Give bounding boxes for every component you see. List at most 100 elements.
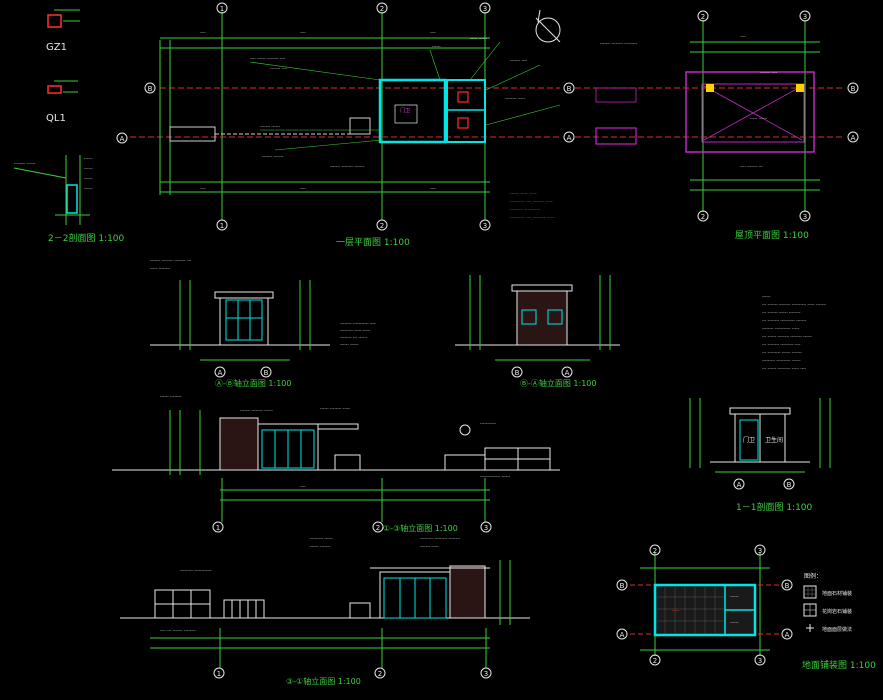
legend-item-3-label: 地面面层做法 [822,626,852,633]
roof-axis-a: A [851,134,856,142]
detail-ql1: QL1 [46,80,78,124]
svg-text:-------- --- ------ ----: -------- --- ------ ---- [510,199,553,205]
svg-text:------ -------: ------ ------- [310,544,331,549]
detail-gz1: GZ1 [46,9,80,53]
elev31-axis-2: 2 [378,670,382,678]
north-arrow-icon [535,9,561,43]
elevB-axis-b: B [515,369,520,377]
elevA-axis-b: B [264,369,269,377]
svg-text:-------- -----: -------- ----- [505,96,526,101]
axis-a-left: A [120,135,125,143]
svg-text:---- --- ------- --------: ---- --- ------- -------- [160,628,196,633]
elevA-axis-a: A [218,369,223,377]
svg-text:--- ------ --------- ----- ---: --- ------ --------- ----- ---- [762,366,807,371]
floor-axis-2-bottom: 2 [653,657,657,665]
svg-text:------ -------- -----: ------ -------- ----- [320,406,351,411]
svg-text:------: ------ [84,176,93,181]
svg-text:------- -------- -------: ------- -------- ------- [330,164,365,169]
axis-2-top: 2 [380,5,384,13]
svg-text:------- ------: ------- ------ [260,124,281,129]
svg-text:----: ---- [430,186,436,191]
legend-item-1-label: 地面石材铺装 [822,590,852,597]
svg-text:-------------- ------: -------------- ------ [480,474,511,479]
svg-text:----: ---- [200,30,206,35]
svg-text:--------- ------: --------- ------ [310,536,333,541]
roof-plan-title: 屋顶平面图 1:100 [735,230,809,241]
floor-axis-b-right: B [785,582,790,590]
floor-plan-title: 地面铺装图 1:100 [802,659,876,671]
svg-text:------: ------ [84,166,93,171]
svg-text:----- --------: ----- -------- [150,266,171,271]
svg-text:------- ----: ------- ---- [760,70,778,75]
floor-axis-a-right: A [785,631,790,639]
design-notes: ------ --- ------- -------- ---------- -… [762,294,827,371]
elev31-axis-3: 3 [484,670,488,678]
svg-text:--- ------- ------ --------: --- ------- ------ -------- [762,310,801,315]
axis-a-right: A [567,134,572,142]
svg-text:--------- ---------- ------: --------- ---------- ------ [762,358,801,363]
svg-text:--- ------- -------- ---------: --- ------- -------- ---------- ----- --… [762,302,827,307]
svg-text:------: ------ [84,156,93,161]
roof-plan: 2 3 2 3 B A ------- -------- --------- -… [575,10,859,241]
svg-text:------: ------ [730,620,739,625]
svg-text:--------- --------- --------: --------- --------- -------- [420,536,461,541]
svg-text:----: ---- [740,34,746,39]
elev31-axis-1: 1 [217,670,221,678]
roof-axis-2-bottom: 2 [701,213,705,221]
legend-item-1: 地面石材铺装 [803,585,852,599]
svg-text:------: ------ [432,44,441,49]
legend-item-3: 地面面层做法 [806,624,852,633]
ql1-label: QL1 [46,113,66,124]
svg-text:--- --------- ------ -------: --- --------- ------ ------- [762,350,802,355]
svg-text:------- -------: ------- ------- [262,154,284,159]
elevA-title: Ⓐ-Ⓑ轴立面图 1:100 [215,378,291,388]
svg-text:--- -------- --------- ----: --- -------- --------- ---- [762,342,801,347]
legend-item-2: 花岗岩石铺装 [803,603,852,617]
gz1-label: GZ1 [46,42,67,53]
svg-text:------- ----: ------- ---- [510,58,528,63]
sec11-axis-a: A [737,481,742,489]
svg-text:----: ---- [300,484,306,489]
axis-1-bottom: 1 [220,222,224,230]
sec11-room-right: 卫生间 [765,436,783,444]
svg-text:-------- --- ------- ----: -------- --- ------- ---- [510,215,555,221]
sec11-room-left: 门卫 [743,436,755,444]
svg-text:------: ------ [762,294,771,299]
axis-3-top: 3 [483,5,487,13]
svg-text:----- ---- ----: ----- ---- ---- [510,191,537,197]
axis-2-bottom: 2 [380,222,384,230]
floor-axis-3-bottom: 3 [758,657,762,665]
svg-text:------- ---------: ------- --------- [510,207,541,213]
svg-text:--------- ------------: --------- ------------ [180,568,212,573]
sec11-title: 1－1剖面图 1:100 [736,501,813,513]
legend-title: 图例： [804,572,822,580]
svg-text:--- -------- ---------- ------: --- -------- ---------- ------- [762,318,807,323]
elevB-title: Ⓑ-Ⓐ轴立面图 1:100 [520,378,596,388]
svg-text:------: ------ [84,186,93,191]
section-2-2: -------- ------ ------ ------ ------ ---… [13,155,125,244]
svg-text:-----------: ----------- [480,421,496,426]
elevB-axis-a: A [565,369,570,377]
svg-text:门卫: 门卫 [400,107,410,114]
elevation-b-a: B A Ⓑ-Ⓐ轴立面图 1:100 [455,275,620,388]
floor-axis-a-left: A [620,631,625,639]
floor-axis-b-left: B [620,582,625,590]
svg-text:------ --------: ------ -------- [160,394,182,399]
legend: 图例： 地面石材铺装 花岗岩石铺装 地面面层做法 [803,572,852,633]
svg-text:----: ---- [430,30,436,35]
elev13-axis-3: 3 [484,524,488,532]
floor-paving-plan: 2 3 2 3 B A B A ------ ------ ---- 地面铺装图… [616,544,876,671]
roof-axis-3-bottom: 3 [803,213,807,221]
elev13-title: ①-③轴立面图 1:100 [383,523,458,533]
sec11-axis-b: B [787,481,792,489]
svg-text:------- -------- ------: ------- -------- ------ [240,408,273,413]
section-1-1: 门卫 卫生间 A B 1－1剖面图 1:100 [689,398,831,513]
svg-text:-------- --- ------: -------- --- ------ [340,335,368,340]
axis-3-bottom: 3 [483,222,487,230]
svg-text:------- ----: ------- ---- [270,66,288,71]
svg-text:----- ------: ----- ------ [750,116,768,121]
elevation-3-1: 1 2 3 --------- ------------ --------- -… [120,536,530,686]
elevation-a-b: A B ------- -------- -------- --- ----- … [150,258,376,388]
